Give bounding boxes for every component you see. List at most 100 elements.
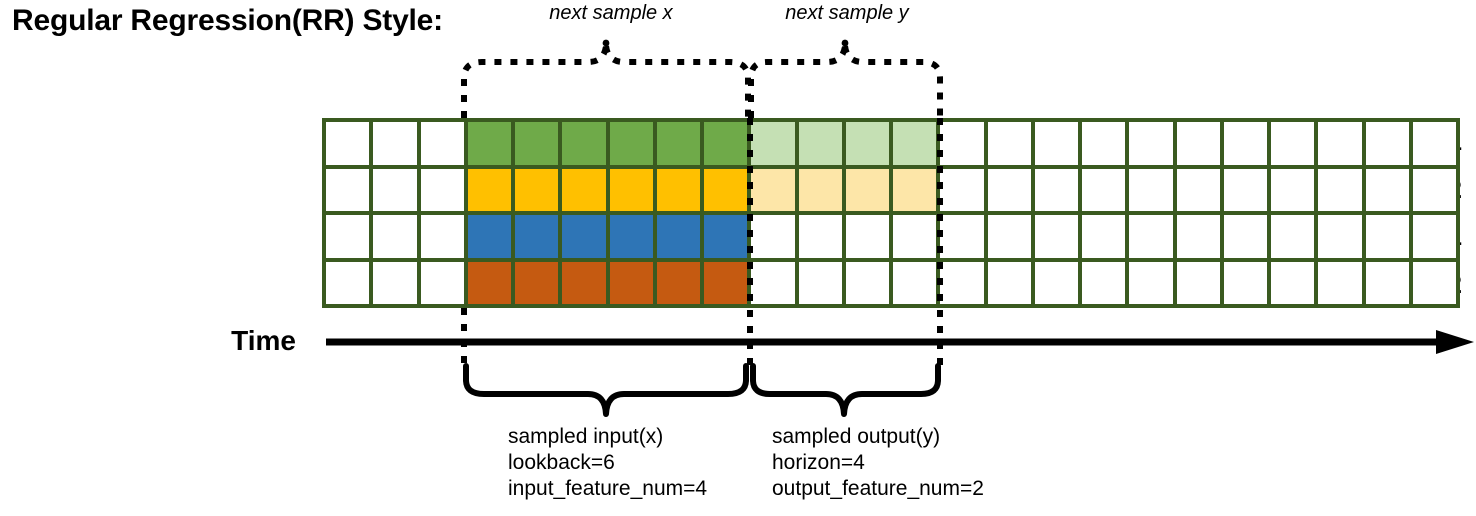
grid-cell (1082, 168, 1126, 211)
grid-cell (987, 215, 1031, 258)
grid-cell (893, 168, 937, 211)
grid-cell (1034, 261, 1078, 304)
grid-cell (940, 122, 984, 165)
grid-cell (562, 261, 606, 304)
grid-cell (1271, 261, 1315, 304)
grid-cell (562, 215, 606, 258)
grid-cell (609, 261, 653, 304)
grid-cell (751, 215, 795, 258)
grid-cell (467, 215, 511, 258)
grid-cell (845, 215, 889, 258)
grid-cell (562, 168, 606, 211)
grid-cell (1365, 122, 1409, 165)
grid-cell (373, 168, 417, 211)
page-title: Regular Regression(RR) Style: (12, 4, 443, 37)
grid-cell (1412, 168, 1456, 211)
grid-cell (373, 122, 417, 165)
grid-cell (1034, 168, 1078, 211)
grid-cell (893, 215, 937, 258)
grid-cell (609, 168, 653, 211)
grid-cell (326, 122, 370, 165)
brace-tip-y (841, 39, 849, 47)
grid-cell (373, 215, 417, 258)
dotted-brace-next-sample-x (461, 45, 751, 118)
grid-cell (704, 261, 748, 304)
grid-cell (1271, 215, 1315, 258)
grid-cell (1318, 122, 1362, 165)
dotted-brace-next-sample-y (748, 45, 943, 118)
grid-cell (420, 168, 464, 211)
grid-cell (1176, 215, 1220, 258)
grid-cell (562, 122, 606, 165)
grid-cell (845, 168, 889, 211)
grid-cell (1365, 215, 1409, 258)
grid-cell (987, 122, 1031, 165)
caption-input-line2: lookback=6 (508, 451, 615, 474)
brace-tip-x (602, 39, 610, 47)
grid-cell (1365, 261, 1409, 304)
grid-cell (656, 122, 700, 165)
brace-sampled-output (750, 363, 941, 417)
grid-cell (420, 122, 464, 165)
grid-cell (1176, 261, 1220, 304)
grid-cell (656, 261, 700, 304)
grid-cell (845, 261, 889, 304)
grid-cell (704, 122, 748, 165)
timeseries-grid (322, 118, 1460, 308)
grid-cell (1271, 168, 1315, 211)
grid-cell (1223, 168, 1267, 211)
grid-cell (609, 122, 653, 165)
grid-cell (515, 168, 559, 211)
grid-cell (704, 168, 748, 211)
grid-cell (1129, 215, 1173, 258)
grid-cell (798, 215, 842, 258)
grid-cell (798, 122, 842, 165)
grid-cell (1223, 215, 1267, 258)
grid-cell (893, 122, 937, 165)
grid-cell (751, 261, 795, 304)
grid-cell (751, 122, 795, 165)
brace-sampled-input (463, 363, 749, 417)
caption-output-line2: horizon=4 (772, 451, 865, 474)
grid-cell (515, 215, 559, 258)
grid-cell (987, 168, 1031, 211)
grid-cell (798, 168, 842, 211)
grid-cell (1223, 122, 1267, 165)
grid-cell (515, 122, 559, 165)
grid-cell (1412, 122, 1456, 165)
grid-cell (467, 122, 511, 165)
grid-cell (987, 261, 1031, 304)
grid-cell (940, 168, 984, 211)
grid-cell (1318, 261, 1362, 304)
time-axis-arrow (326, 330, 1474, 354)
grid-cell (1412, 215, 1456, 258)
grid-cell (609, 215, 653, 258)
grid-cell (326, 261, 370, 304)
caption-output-line3: output_feature_num=2 (772, 477, 984, 500)
caption-input-line1: sampled input(x) (508, 425, 664, 448)
grid-cell (1034, 122, 1078, 165)
grid-cell (467, 261, 511, 304)
grid-cell (1082, 122, 1126, 165)
grid-cell (1176, 122, 1220, 165)
caption-output-line1: sampled output(y) (772, 425, 941, 448)
grid-cell (656, 215, 700, 258)
grid-cell (1176, 168, 1220, 211)
grid-cell (1082, 215, 1126, 258)
axis-label-time: Time (231, 325, 296, 356)
grid-cell (1129, 122, 1173, 165)
caption-sampled-input: sampled input(x) lookback=6 input_featur… (508, 424, 707, 502)
grid-cell (940, 215, 984, 258)
grid-cell (420, 261, 464, 304)
grid-cell (1223, 261, 1267, 304)
grid-cell (704, 215, 748, 258)
grid-cell (1318, 215, 1362, 258)
caption-sampled-output: sampled output(y) horizon=4 output_featu… (772, 424, 984, 502)
label-next-sample-y: next sample y (785, 2, 909, 24)
grid-cell (893, 261, 937, 304)
grid-cell (1129, 261, 1173, 304)
grid-cell (1271, 122, 1315, 165)
grid-cell (1412, 261, 1456, 304)
grid-cell (845, 122, 889, 165)
